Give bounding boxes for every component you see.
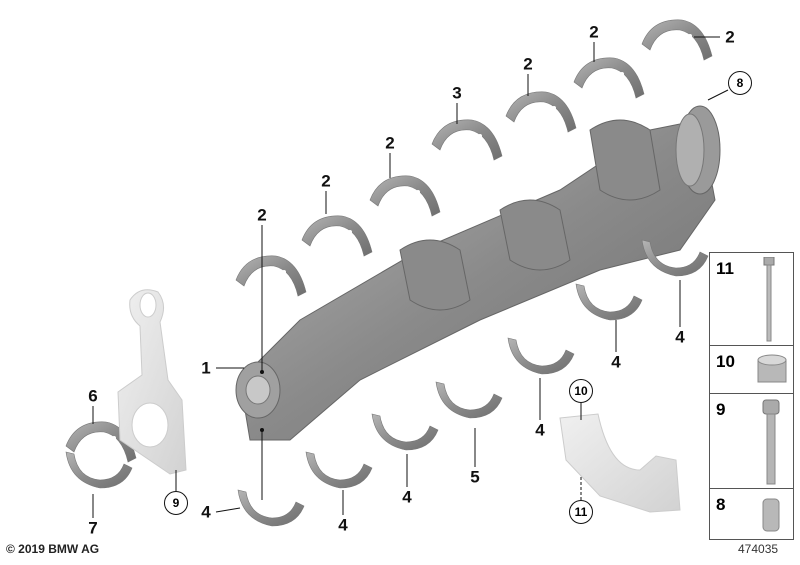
callout-1[interactable]: 1	[201, 358, 211, 378]
copyright-text: © 2019 BMW AG	[6, 542, 100, 556]
legend-number: 11	[716, 259, 734, 278]
callout-4[interactable]: 4	[535, 420, 545, 440]
legend-item-9[interactable]: 9	[710, 394, 793, 489]
callout-2[interactable]: 2	[523, 54, 533, 74]
callout-7[interactable]: 7	[88, 518, 98, 538]
callout-5[interactable]: 5	[470, 467, 480, 487]
long-bolt-icon	[763, 257, 775, 342]
callout-11-circled[interactable]: 11	[569, 500, 593, 524]
small-parts-legend: 11 10 9 8	[709, 252, 794, 540]
sleeve-icon	[757, 354, 787, 383]
callout-2[interactable]: 2	[589, 22, 599, 42]
legend-number: 8	[716, 495, 726, 514]
callout-4[interactable]: 4	[402, 487, 412, 507]
callout-6[interactable]: 6	[88, 386, 98, 406]
callout-4[interactable]: 4	[338, 515, 348, 535]
callout-2[interactable]: 2	[321, 171, 331, 191]
legend-number: 10	[716, 352, 735, 371]
callout-2[interactable]: 2	[725, 27, 735, 47]
dowel-pin-icon	[762, 498, 780, 532]
legend-item-11[interactable]: 11	[710, 253, 793, 346]
callout-10-circled[interactable]: 10	[569, 379, 593, 403]
callout-2[interactable]: 2	[385, 133, 395, 153]
callout-4[interactable]: 4	[675, 327, 685, 347]
callout-9-circled[interactable]: 9	[164, 491, 188, 515]
bearing-cap	[559, 413, 681, 513]
connecting-rod	[117, 289, 187, 475]
callout-2[interactable]: 2	[257, 205, 267, 225]
legend-number: 9	[716, 400, 726, 419]
legend-item-8[interactable]: 8	[710, 489, 793, 539]
callout-8-circled[interactable]: 8	[728, 71, 752, 95]
diagram-reference-number: 474035	[738, 542, 779, 556]
torx-bolt-icon	[762, 399, 780, 485]
callout-3[interactable]: 3	[452, 83, 462, 103]
legend-item-10[interactable]: 10	[710, 346, 793, 394]
crankshaft	[235, 105, 721, 441]
callout-4[interactable]: 4	[201, 502, 211, 522]
callout-4[interactable]: 4	[611, 352, 621, 372]
